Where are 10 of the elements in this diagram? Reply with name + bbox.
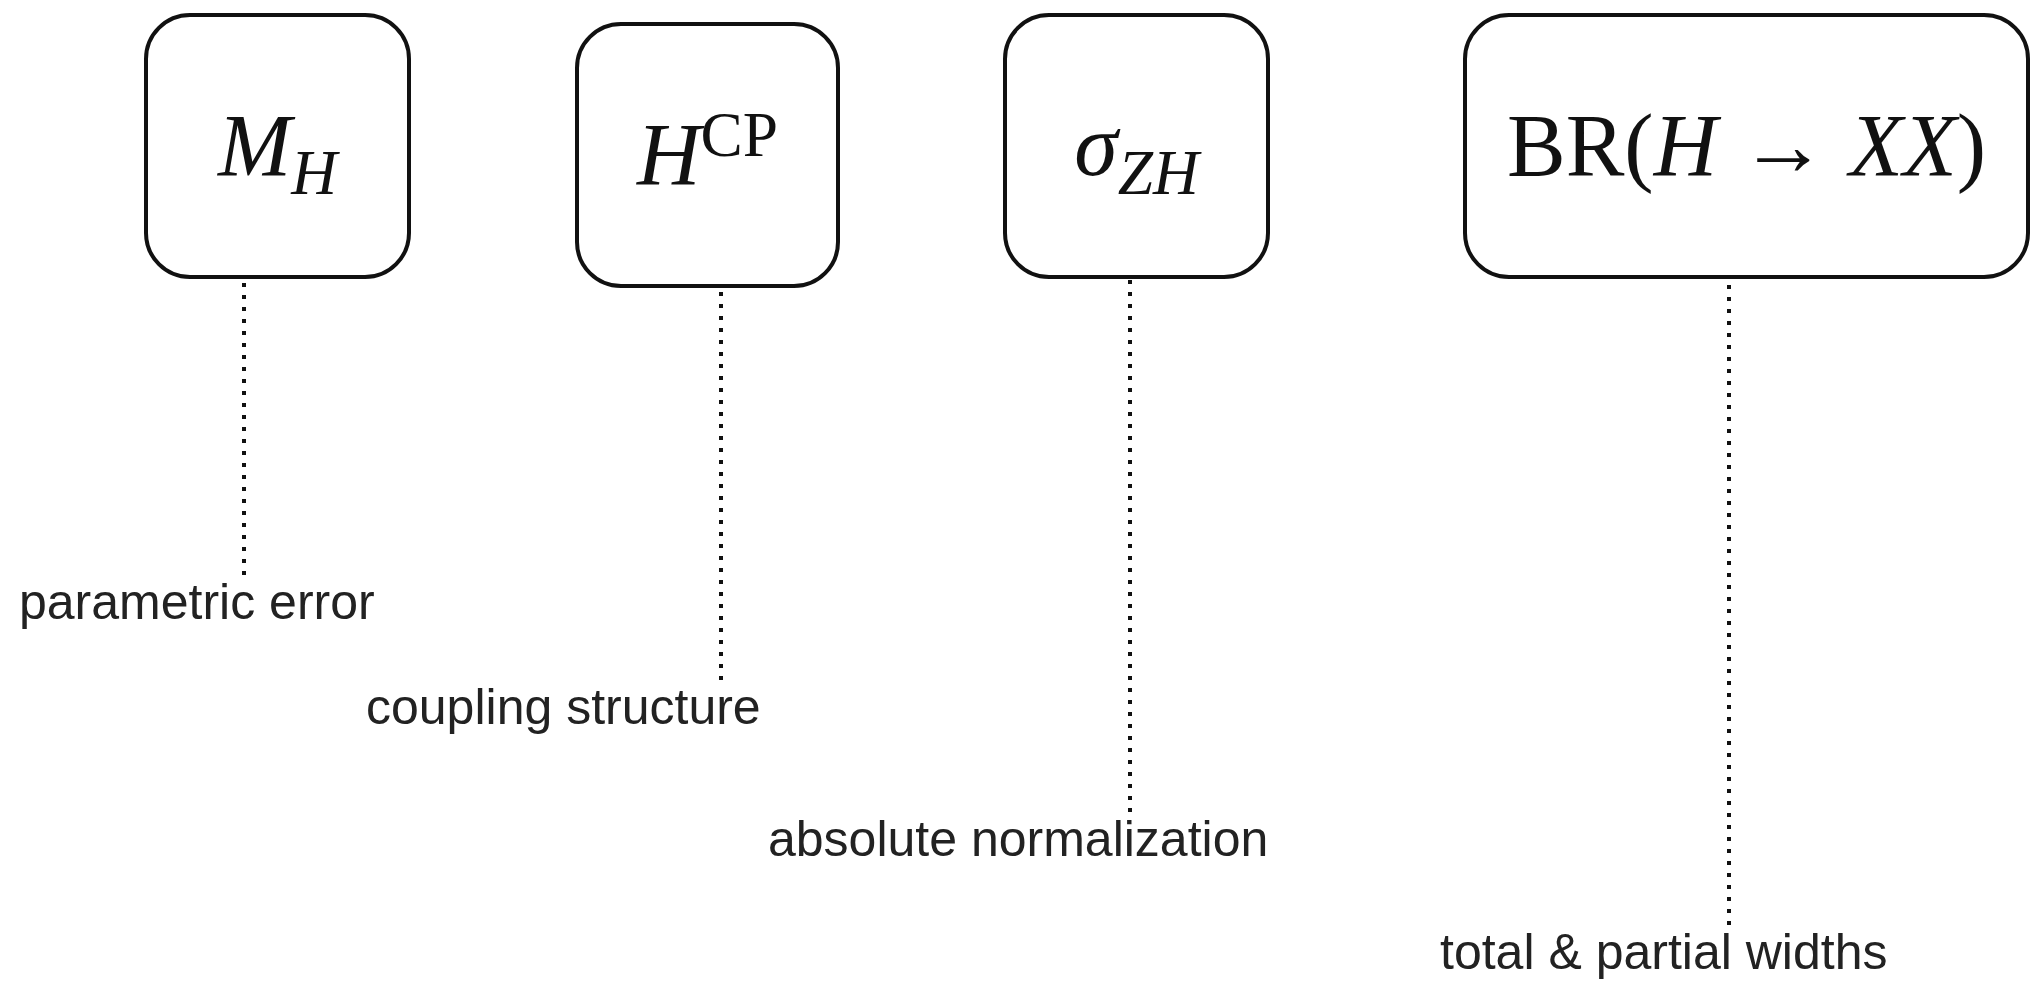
formula: H$^{CP}$ [636,111,779,199]
annotation-text: parametric error [19,575,375,630]
annotation-text: coupling structure [366,680,761,735]
parameter-box [144,13,411,279]
annotation-text: total & partial widths [1440,925,1888,980]
parameter-box [575,22,840,288]
parameter-box [1003,13,1270,279]
leader-line [1128,279,1132,812]
annotation-text: absolute normalization [768,812,1269,867]
parameter-box [1463,13,2030,279]
